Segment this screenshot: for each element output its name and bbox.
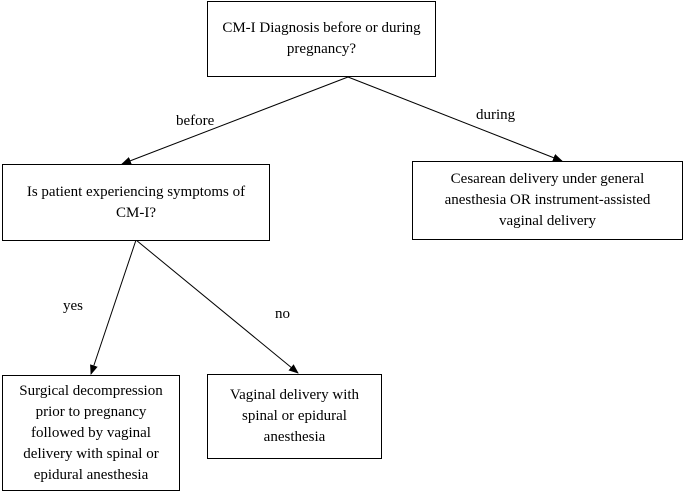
surgical-decompression-text: Surgical decompression prior to pregnanc… — [19, 382, 163, 483]
cesarean-delivery-box: Cesarean delivery under general anesthes… — [412, 161, 683, 240]
surgical-decompression-box: Surgical decompression prior to pregnanc… — [2, 375, 180, 491]
edge-root-to-symptoms — [121, 76, 349, 165]
edge-label-yes: yes — [63, 298, 83, 314]
root-question-text: CM-I Diagnosis before or during pregnanc… — [222, 20, 421, 57]
cesarean-delivery-text: Cesarean delivery under general anesthes… — [444, 171, 651, 229]
symptoms-question-text: Is patient experiencing symptoms of CM-I… — [26, 183, 246, 221]
edge-symptoms-to-vaginal — [135, 239, 299, 374]
vaginal-delivery-text: Vaginal delivery with spinal or epidural… — [229, 387, 360, 445]
edge-symptoms-to-surgical — [90, 239, 137, 375]
edge-root-to-cesarean — [347, 76, 563, 162]
edge-label-before: before — [176, 113, 215, 129]
edge-label-during: during — [476, 107, 516, 123]
root-question-box: CM-I Diagnosis before or during pregnanc… — [207, 1, 436, 77]
symptoms-question-box: Is patient experiencing symptoms of CM-I… — [2, 164, 270, 241]
vaginal-delivery-box: Vaginal delivery with spinal or epidural… — [207, 374, 382, 459]
edge-label-no: no — [275, 306, 290, 322]
